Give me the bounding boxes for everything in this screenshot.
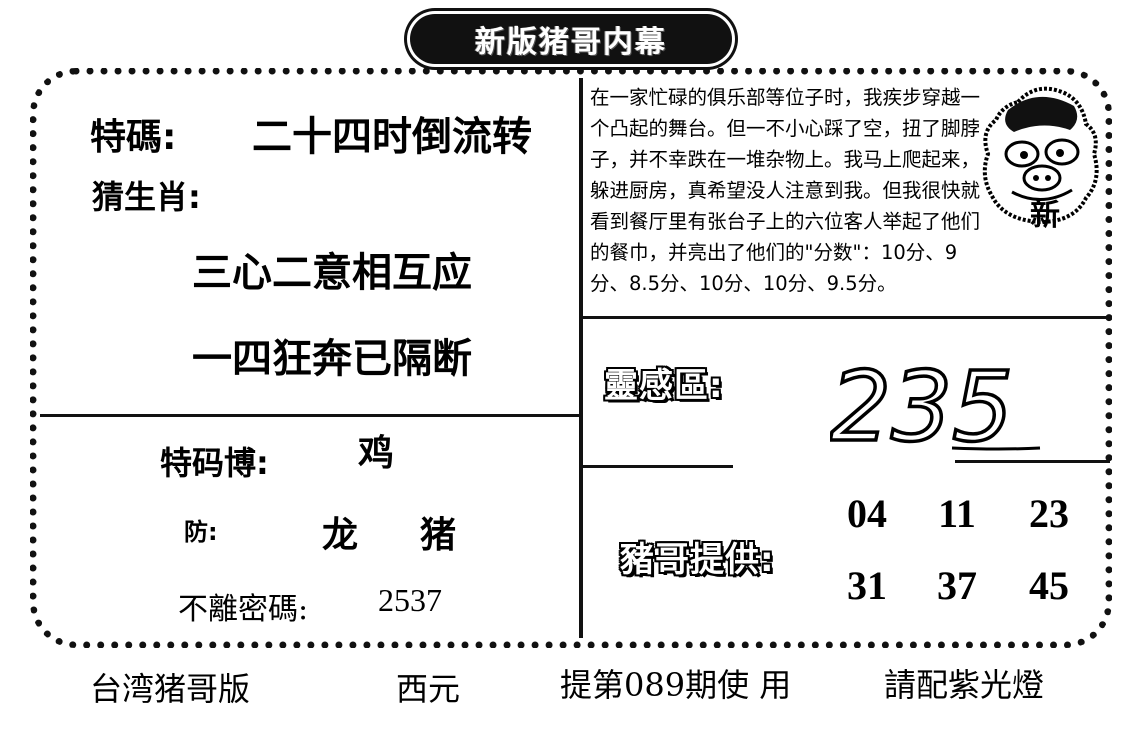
footer-notice: 請配紫光燈 — [884, 666, 1045, 704]
pig-head-icon — [978, 80, 1102, 228]
inspiration-label: 靈感區: — [604, 366, 724, 406]
inspiration-value: 235 — [830, 351, 1013, 460]
poem-line-2: 一四狂奔已隔断 — [192, 335, 472, 382]
footer-issue: 提第089期使 用 — [560, 666, 792, 704]
provider-number-1: 04 — [847, 491, 887, 536]
story-text: 在一家忙碌的俱乐部等位子时，我疾步穿越一个凸起的舞台。但一不小心踩了空，扭了脚脖… — [590, 86, 981, 295]
fang-value-1: 龙 — [322, 514, 359, 556]
bo-label: 特码博: — [160, 444, 269, 482]
bo-value: 鸡 — [358, 432, 395, 474]
provider-number-5: 37 — [937, 563, 977, 608]
footer-brand: 台湾猪哥版 — [90, 670, 251, 708]
special-code-value: 二十四时倒流转 — [252, 113, 532, 160]
guess-zodiac-label: 猜生肖: — [92, 178, 201, 216]
vertical-divider — [579, 78, 583, 638]
inspiration-handwritten-value: 235 — [828, 349, 1050, 465]
provider-number-2: 11 — [938, 491, 976, 536]
provider-number-3: 23 — [1029, 491, 1069, 536]
special-code-label: 特碼: — [90, 117, 177, 158]
mascot-badge: 新 — [1030, 198, 1060, 233]
fang-value-2: 猪 — [420, 514, 457, 556]
provider-number-6: 45 — [1029, 563, 1069, 608]
fang-label: 防: — [184, 518, 218, 546]
dotted-frame — [30, 68, 1112, 648]
left-horizontal-divider — [40, 414, 580, 417]
banner-title: 新版猪哥内幕 — [410, 14, 732, 64]
poem-line-1: 三心二意相互应 — [192, 249, 472, 296]
right-horizontal-divider-2 — [583, 465, 733, 468]
footer-era: 西元 — [396, 670, 461, 708]
right-horizontal-divider-1 — [583, 316, 1107, 319]
provider-number-4: 31 — [847, 563, 887, 608]
secret-code-value: 2537 — [378, 582, 442, 618]
right-horizontal-divider-3 — [955, 460, 1110, 463]
secret-code-label: 不離密碼: — [178, 592, 309, 627]
provider-label: 豬哥提供: — [620, 540, 775, 580]
